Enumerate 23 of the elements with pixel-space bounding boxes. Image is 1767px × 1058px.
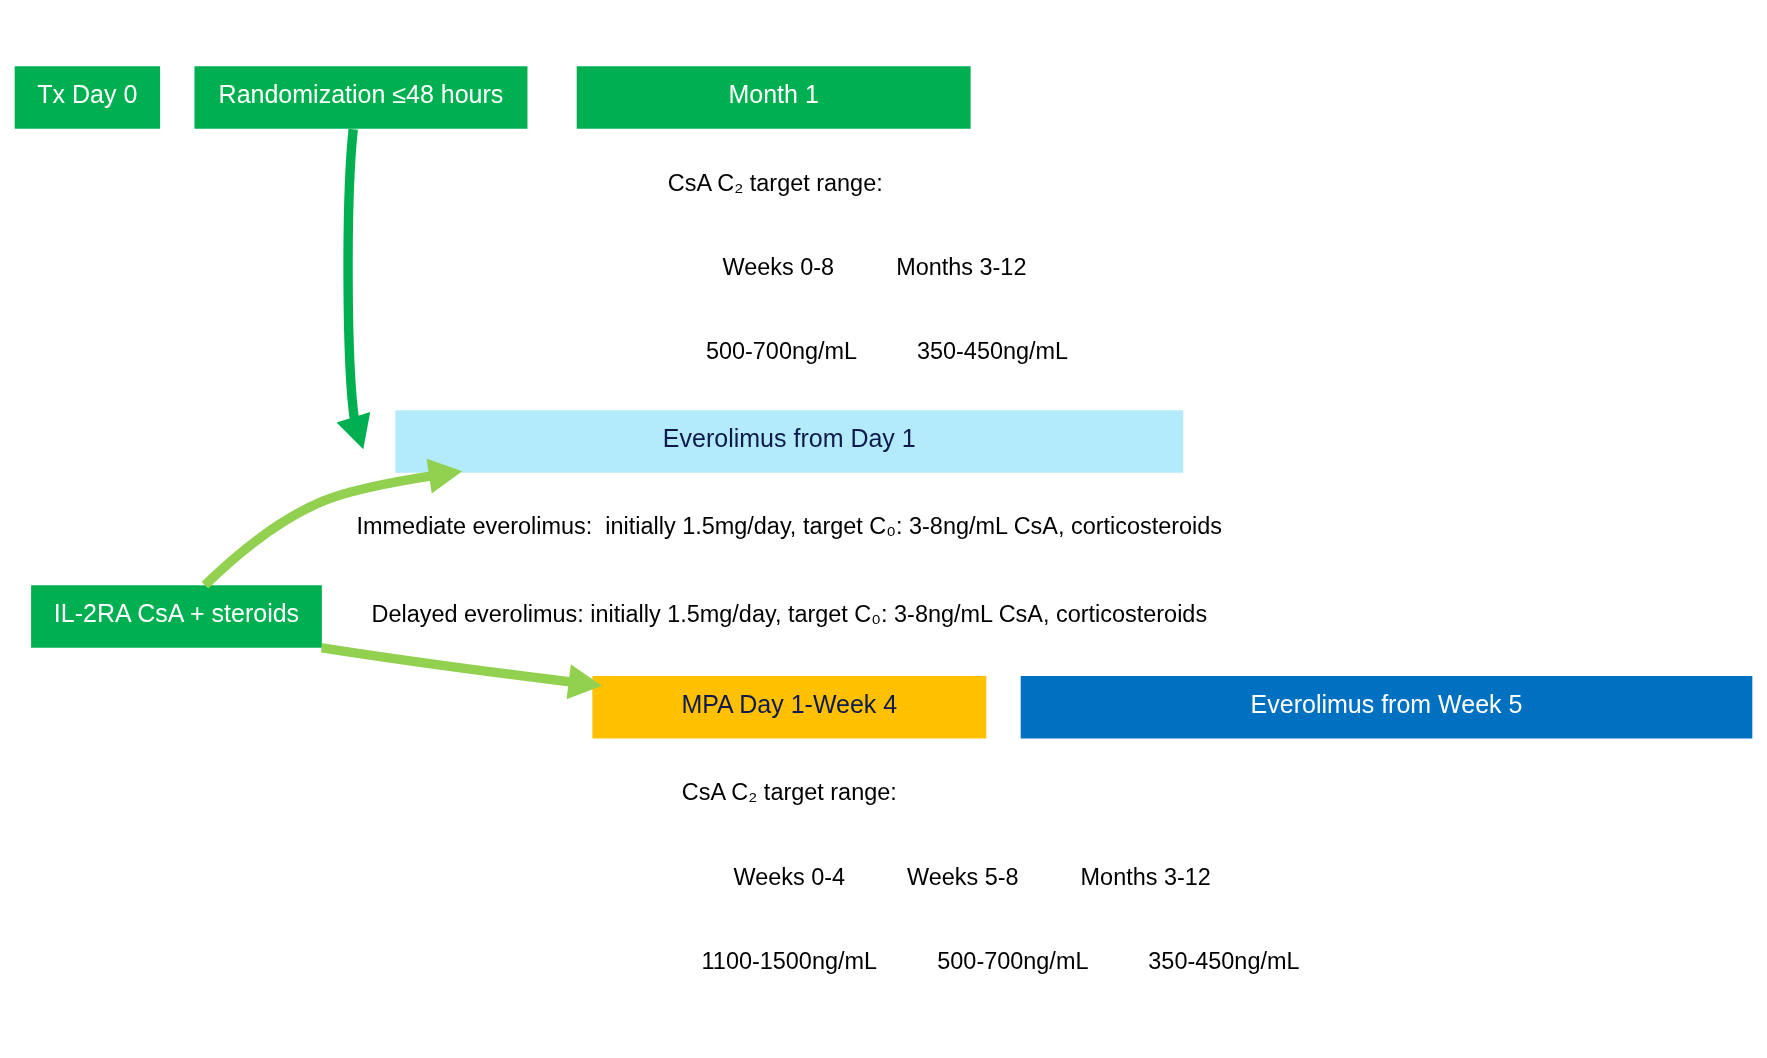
label: Months 3-12	[1080, 863, 1211, 890]
label: 350-450ng/mL	[1148, 948, 1300, 975]
label: Delayed everolimus: initially 1.5mg/day, target C₀: 3-8ng/mL CsA, corticosteroids	[371, 601, 1208, 628]
node-box: Everolimus from Day 1	[395, 410, 1184, 473]
arrow	[201, 458, 463, 589]
node-box: IL-2RA CsA + steroids	[31, 585, 322, 648]
label: CsA C₂ target range:	[681, 779, 897, 806]
node-box: Month 1	[576, 66, 971, 129]
label: Months 3-12	[896, 253, 1027, 280]
label: 350-450ng/mL	[916, 338, 1069, 365]
label: Immediate everolimus: initially 1.5mg/day, target C₀: 3-8ng/mL CsA, corticosteroids	[356, 513, 1223, 540]
label: 1100-1500ng/mL	[701, 948, 878, 975]
label: 500-700ng/mL	[705, 338, 858, 365]
node-box: Everolimus from Week 5	[1020, 675, 1753, 739]
node-box: Tx Day 0	[14, 66, 161, 129]
label: Weeks 0-8	[722, 253, 835, 280]
node-box: Randomization ≤48 hours	[194, 66, 528, 129]
label: CsA C₂ target range:	[667, 169, 883, 196]
node-box: MPA Day 1-Week 4	[592, 675, 987, 739]
label: Weeks 0-4	[733, 863, 846, 890]
arrow	[336, 128, 371, 450]
label: Weeks 5-8	[907, 863, 1019, 890]
label: 500-700ng/mL	[937, 948, 1089, 975]
